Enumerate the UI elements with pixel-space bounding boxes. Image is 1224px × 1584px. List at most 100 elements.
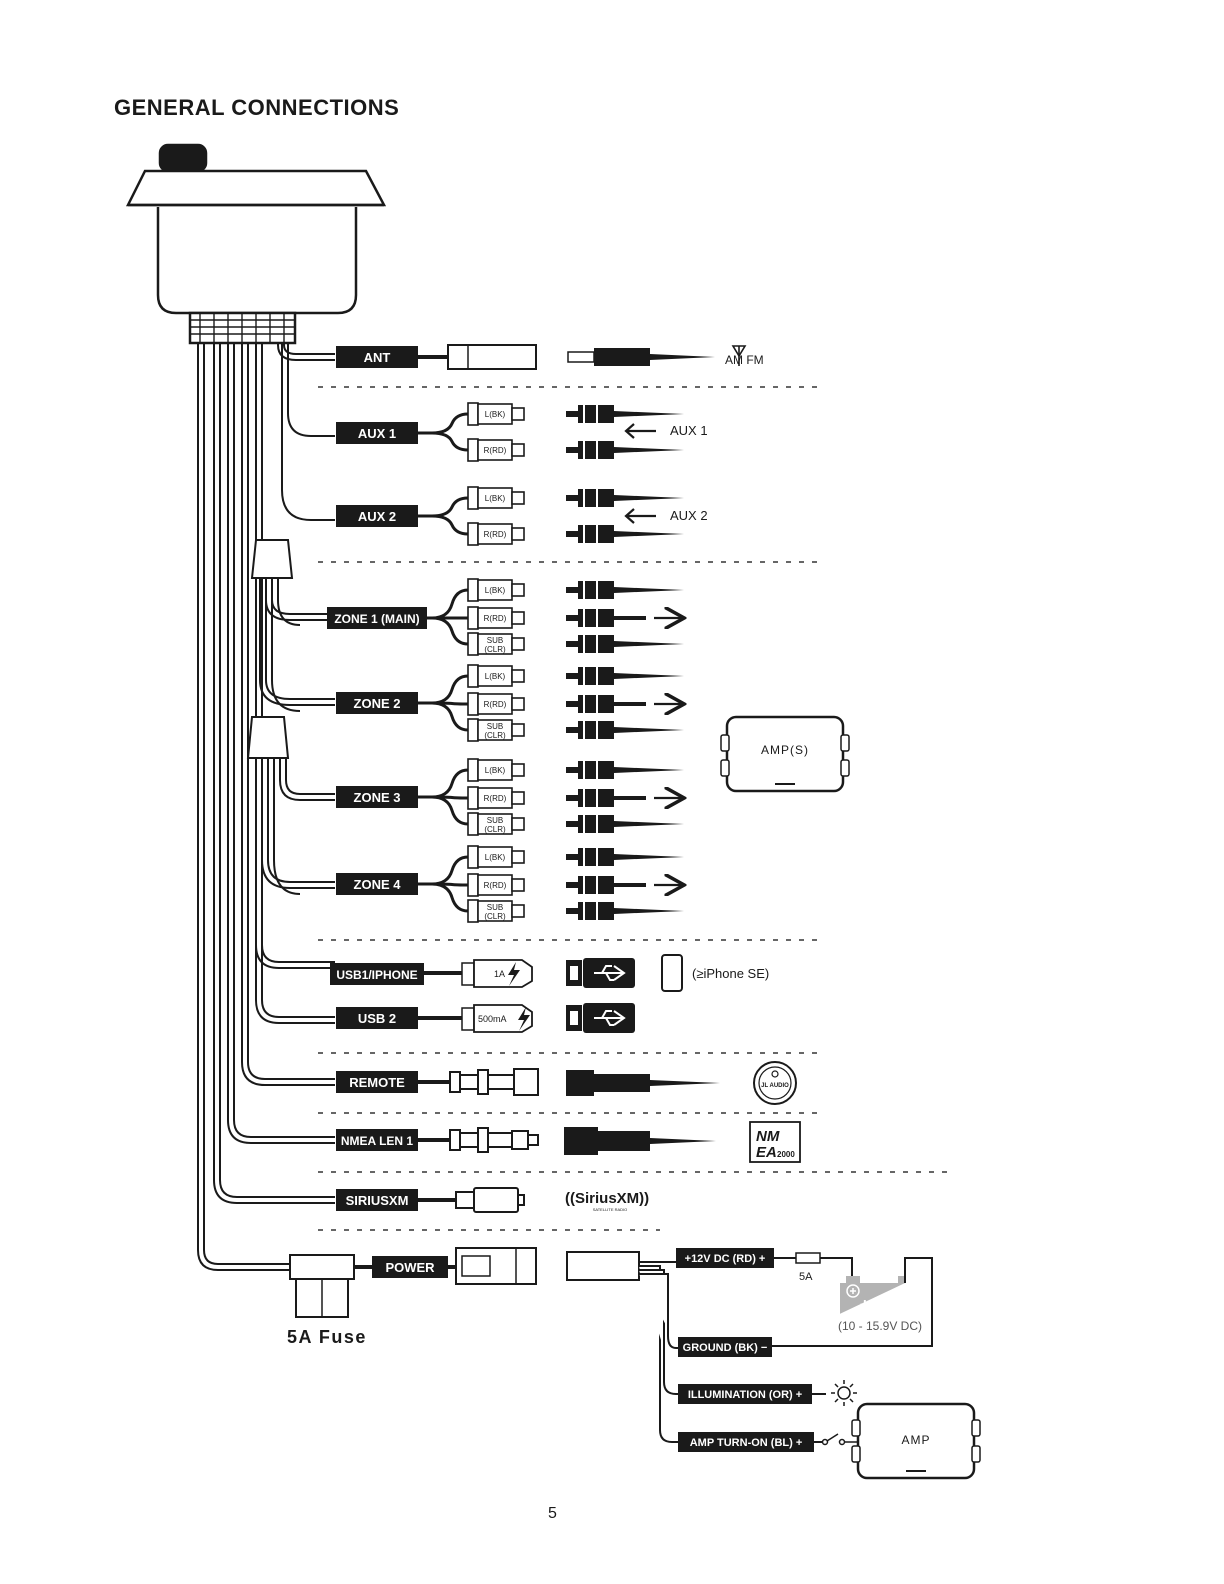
amp-box <box>851 1402 981 1480</box>
nmea-logo-line1: NM <box>756 1128 780 1145</box>
siriusxm-row <box>418 1187 525 1213</box>
rca-plug <box>566 815 684 833</box>
rca-connector: R(RD) <box>467 522 525 546</box>
usb-plug-icon <box>566 958 635 988</box>
connector-tag: L(BK) <box>485 853 506 862</box>
aux1-source-label: AUX 1 <box>670 423 708 438</box>
rca-plug <box>566 902 684 920</box>
svg-text:ILLUMINATION (OR) +: ILLUMINATION (OR) + <box>688 1389 802 1401</box>
siriusxm-label: SIRIUSXM <box>336 1189 418 1211</box>
zone4-label: ZONE 4 <box>336 873 418 895</box>
connector-tag: L(BK) <box>485 410 506 419</box>
connector-tag: SUB <box>487 722 503 731</box>
aux-arrows <box>624 423 656 524</box>
connector-tag: (CLR) <box>484 645 506 654</box>
rca-connector: R(RD) <box>467 606 525 630</box>
connector-tag: L(BK) <box>485 494 506 503</box>
connector-tag: L(BK) <box>485 766 506 775</box>
connector-tag: SUB <box>487 816 503 825</box>
phone-icon <box>661 954 683 992</box>
svg-text:USB 2: USB 2 <box>358 1011 396 1026</box>
svg-text:ZONE 1 (MAIN): ZONE 1 (MAIN) <box>334 612 419 626</box>
rca-plug <box>566 667 684 685</box>
rca-plug <box>566 525 684 543</box>
rca-plug <box>566 848 684 866</box>
rca-plug <box>566 609 682 627</box>
device-labels: AM FM AUX 1 AUX 2 AMP(S) (≥iPhone SE) JL… <box>478 353 809 1212</box>
head-unit <box>125 143 387 345</box>
svg-text:ANT: ANT <box>364 350 391 365</box>
nmea-label: NMEA LEN 1 <box>336 1129 418 1151</box>
nmea-logo-icon <box>749 1121 801 1163</box>
power-label: POWER <box>372 1256 448 1278</box>
page-number: 5 <box>548 1505 557 1522</box>
connector-tag: R(RD) <box>484 700 507 709</box>
svg-text:REMOTE: REMOTE <box>349 1075 405 1090</box>
zone3-label: ZONE 3 <box>336 786 418 808</box>
rca-connector: L(BK) <box>467 664 525 688</box>
rca-plug <box>566 695 682 713</box>
svg-text:AUX 1: AUX 1 <box>358 426 396 441</box>
rca-connector: R(RD) <box>467 873 525 897</box>
remote-label: REMOTE <box>336 1071 418 1093</box>
lightning-icon <box>518 1007 530 1031</box>
fuse-label: 5A Fuse <box>287 1327 367 1347</box>
illumination-label: ILLUMINATION (OR) + <box>678 1384 812 1404</box>
aux-rows: L(BK)R(RD)L(BK)R(RD) <box>418 402 684 546</box>
battery-range: (10 - 15.9V DC) <box>838 1319 922 1333</box>
remote-row <box>418 1061 797 1105</box>
rca-plug <box>566 635 684 653</box>
rca-plug <box>566 876 682 894</box>
rca-connector: L(BK) <box>467 845 525 869</box>
usb-plug-icon <box>566 1003 635 1033</box>
lightning-icon <box>508 962 520 986</box>
svg-text:NMEA LEN 1: NMEA LEN 1 <box>341 1134 414 1148</box>
svg-text:AUX 2: AUX 2 <box>358 509 396 524</box>
zone-splitter-2 <box>246 716 290 759</box>
aux2-source-label: AUX 2 <box>670 508 708 523</box>
rca-plug <box>566 441 684 459</box>
arrow-left-icon <box>624 508 656 524</box>
connector-tag: SUB <box>487 903 503 912</box>
aux1-label: AUX 1 <box>336 422 418 444</box>
usb1-label: USB1/IPHONE <box>330 963 424 985</box>
usb-rows <box>418 954 683 1033</box>
connector-tag: (CLR) <box>484 731 506 740</box>
amps-box <box>720 715 850 793</box>
rca-connector: L(BK) <box>467 758 525 782</box>
iphone-label: (≥iPhone SE) <box>692 966 769 981</box>
antenna-label: AM FM <box>725 353 764 367</box>
svg-text:ZONE 3: ZONE 3 <box>354 790 401 805</box>
svg-text:USB1/IPHONE: USB1/IPHONE <box>336 968 417 982</box>
amp-text: AMP <box>901 1433 930 1447</box>
amps-label: AMP(S) <box>761 743 809 757</box>
power-row <box>289 1247 981 1480</box>
siriusxm-logo-subtitle: SATELLITE RADIO <box>593 1207 628 1212</box>
rca-plug <box>566 489 684 507</box>
plus12v-label: +12V DC (RD) + <box>676 1248 774 1268</box>
zone-splitter-1 <box>250 539 294 579</box>
zone-rows: L(BK)R(RD)SUB(CLR)L(BK)R(RD)SUB(CLR)L(BK… <box>418 578 684 923</box>
usb2-current: 500mA <box>478 1014 507 1024</box>
svg-text:SIRIUSXM: SIRIUSXM <box>346 1193 409 1208</box>
svg-text:ZONE 2: ZONE 2 <box>354 696 401 711</box>
harness-labels: ANT AUX 1 AUX 2 ZONE 1 (MAIN) ZONE 2 ZON… <box>287 346 448 1347</box>
rca-connector: L(BK) <box>467 486 525 510</box>
fuse-holder <box>289 1254 355 1318</box>
rca-plug <box>566 789 682 807</box>
svg-text:ZONE 4: ZONE 4 <box>354 877 402 892</box>
rca-plug <box>566 721 684 739</box>
cable-bundle <box>197 343 335 1271</box>
connector-tag: SUB <box>487 636 503 645</box>
usb1-current: 1A <box>494 969 505 979</box>
page-title: GENERAL CONNECTIONS <box>114 95 400 120</box>
ant-row <box>418 344 747 370</box>
amp-turn-on-label: AMP TURN-ON (BL) + <box>678 1432 814 1452</box>
zone2-label: ZONE 2 <box>336 692 418 714</box>
connector-tag: R(RD) <box>484 794 507 803</box>
svg-text:+12V DC (RD) +: +12V DC (RD) + <box>685 1253 766 1265</box>
svg-text:POWER: POWER <box>385 1260 435 1275</box>
connector-tag: (CLR) <box>484 912 506 921</box>
usb2-label: USB 2 <box>336 1007 418 1029</box>
